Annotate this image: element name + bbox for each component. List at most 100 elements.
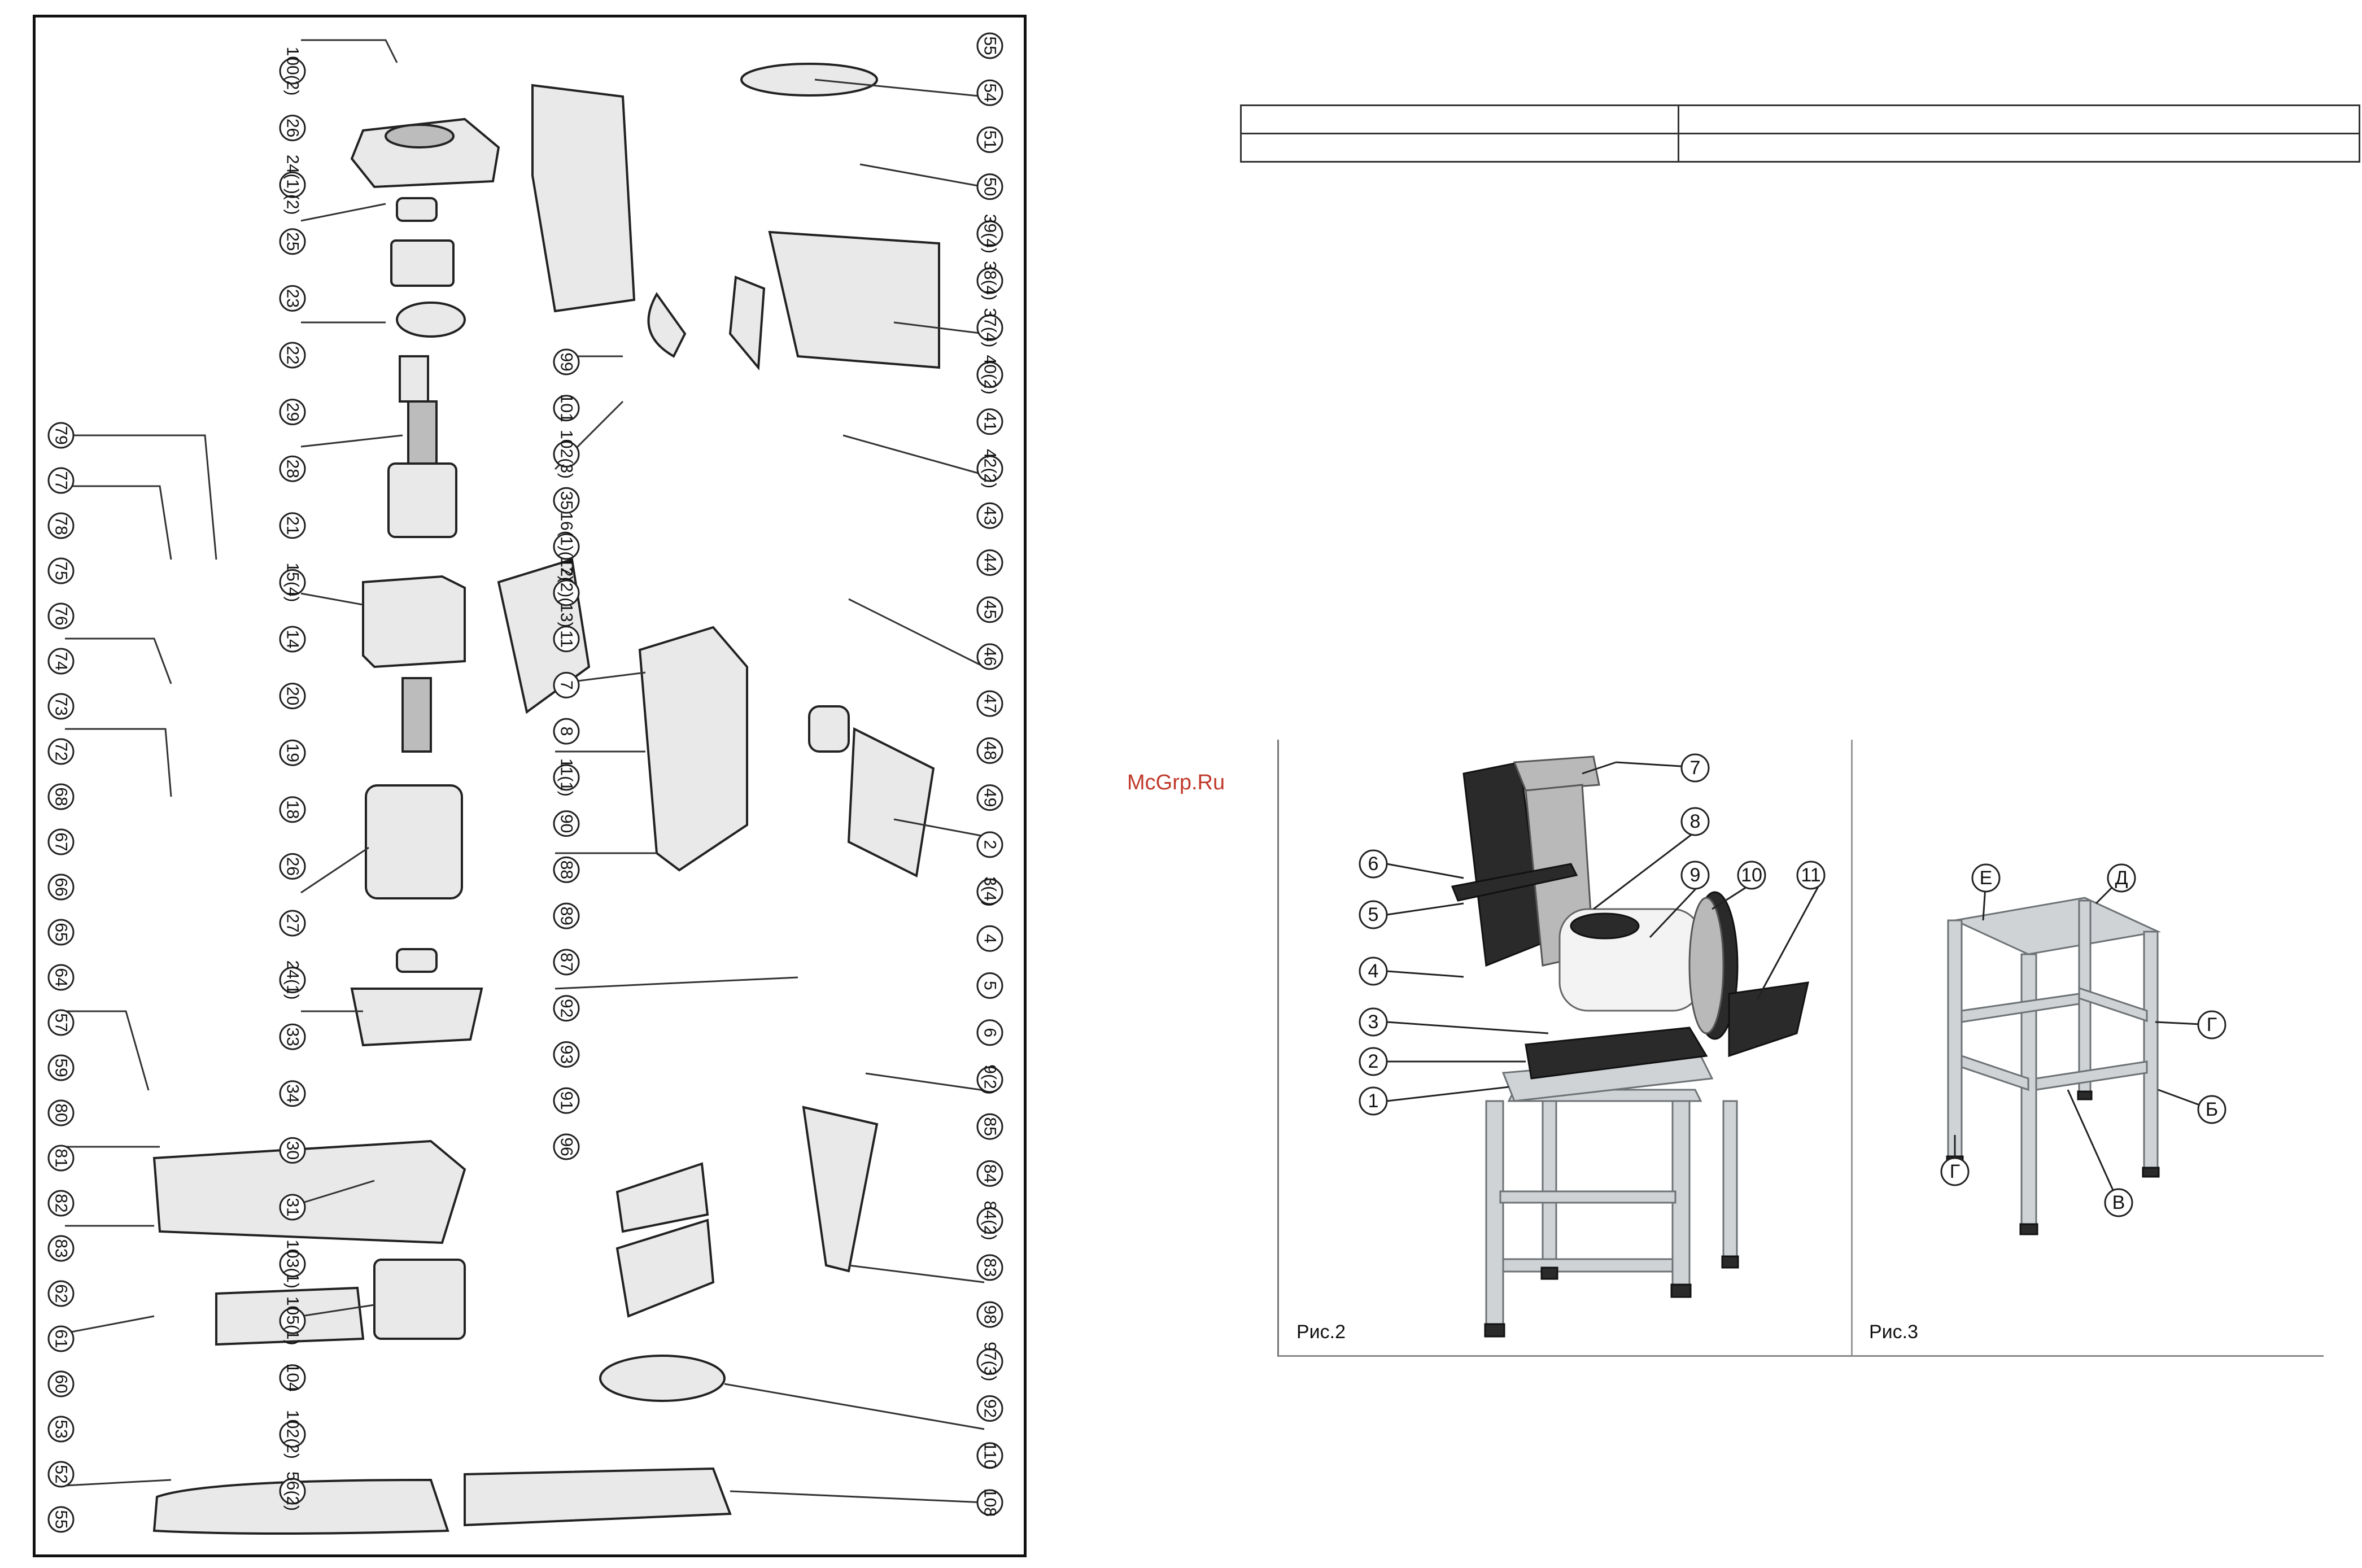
callout-leader — [1386, 863, 1464, 879]
callout-marker: 28 — [279, 455, 306, 482]
callout-marker: 53 — [47, 1416, 75, 1443]
callout-label: 8 — [557, 727, 576, 736]
callout-circle — [279, 1194, 306, 1221]
callout-circle — [976, 737, 1003, 764]
callout-circle — [976, 1395, 1003, 1422]
callout-label: 15(4) — [283, 562, 302, 602]
callout-marker: 6 — [1359, 849, 1388, 879]
callout-marker: 82 — [47, 1190, 75, 1217]
callout-circle — [976, 643, 1003, 670]
callout-circle — [279, 115, 306, 142]
callout-circle — [976, 1442, 1003, 1469]
callout-marker: 105(1) — [279, 1296, 306, 1346]
callout-circle — [976, 1113, 1003, 1140]
callout-marker: 8 — [553, 718, 580, 745]
callout-marker: 20 — [279, 683, 306, 710]
callout-circle — [1359, 1007, 1388, 1037]
callout-circle — [279, 342, 306, 369]
callout-circle — [47, 422, 75, 449]
callout-label: 90 — [557, 814, 576, 833]
callout-label: 10 — [1741, 864, 1762, 886]
callout-circle — [47, 1506, 75, 1533]
callout-marker: 4 — [976, 925, 1003, 952]
callout-circle — [47, 512, 75, 539]
callout-circle — [279, 1023, 306, 1050]
callout-marker: 84 — [976, 1160, 1003, 1187]
callout-label: 77 — [52, 471, 71, 490]
callout-marker: 56(2) — [279, 1471, 306, 1511]
callout-marker: 23 — [279, 285, 306, 312]
callout-circle — [279, 1478, 306, 1505]
callout-marker: 88 — [553, 856, 580, 883]
callout-marker: 12(2)(13) — [553, 558, 580, 628]
watermark-text: McGrp.Ru — [1127, 771, 1225, 794]
callout-circle — [976, 173, 1003, 200]
callout-label: 44 — [981, 553, 999, 572]
callout-circle — [279, 171, 306, 198]
callout-circle — [976, 784, 1003, 811]
callout-marker: 26 — [279, 853, 306, 880]
callout-label: 24(1) — [283, 960, 302, 1000]
spec-table — [1240, 104, 2360, 163]
callout-marker: 101 — [553, 394, 580, 422]
callout-marker: 62 — [47, 1280, 75, 1307]
callout-label: 54 — [981, 84, 999, 102]
callout-circle — [976, 1301, 1003, 1328]
callout-label: 9(2) — [981, 1064, 999, 1094]
callout-label: 28 — [283, 460, 302, 478]
callout-circle — [279, 569, 306, 596]
callout-label: 22 — [283, 346, 302, 364]
callout-marker: 3(4) — [976, 876, 1003, 907]
callout-circle — [279, 1364, 306, 1391]
callout-circle — [976, 1348, 1003, 1375]
callout-circle — [553, 626, 580, 653]
callout-label: 83 — [981, 1258, 999, 1277]
callout-marker: 14 — [279, 626, 306, 653]
callout-circle — [976, 220, 1003, 247]
callout-marker: 61 — [47, 1325, 75, 1352]
callout-marker: 85 — [976, 1113, 1003, 1140]
callout-marker: 97(3) — [976, 1342, 1003, 1381]
callout-circle — [976, 596, 1003, 623]
callout-label: 29 — [283, 403, 302, 421]
callout-label: 89 — [557, 906, 576, 925]
callout-label: 75 — [52, 561, 71, 580]
callout-label: Д — [2115, 867, 2128, 889]
callout-label: 110 — [981, 1442, 999, 1469]
callout-marker: 16(1)(17) — [553, 512, 580, 582]
callout-leader — [1386, 1086, 1509, 1102]
callout-circle — [47, 1416, 75, 1443]
fig3-stand-drawing — [1946, 897, 2161, 1235]
callout-marker: 91 — [553, 1087, 580, 1114]
callout-marker: 9(2) — [976, 1064, 1003, 1095]
callout-circle — [1737, 861, 1766, 890]
callout-circle — [279, 1137, 306, 1164]
callout-label: 59 — [52, 1058, 71, 1077]
leader-lines — [64, 39, 985, 1504]
callout-circle — [1940, 1157, 1970, 1186]
callout-label: 11 — [557, 630, 576, 648]
callout-circle — [553, 487, 580, 514]
callout-marker: 24(1) — [279, 960, 306, 1000]
callout-circle — [2197, 1095, 2226, 1124]
callout-label: 14 — [283, 630, 302, 648]
fig2-machine-drawing — [1451, 755, 1809, 1338]
callout-circle — [976, 267, 1003, 294]
callout-marker: 45 — [976, 596, 1003, 623]
callout-marker: 66 — [47, 873, 75, 901]
callout-label: 21 — [283, 516, 302, 535]
callout-marker: 30 — [279, 1137, 306, 1164]
callout-marker: 102(3) — [553, 430, 580, 479]
callout-marker: 74 — [47, 648, 75, 675]
callout-label: 1 — [1368, 1090, 1379, 1112]
callout-circle — [47, 1145, 75, 1172]
callout-circle — [1359, 1047, 1388, 1076]
callout-marker: 49 — [976, 784, 1003, 811]
fig2-caption: Рис.2 — [1296, 1321, 1346, 1343]
callout-marker: 48 — [976, 737, 1003, 764]
callout-marker: 92 — [976, 1395, 1003, 1422]
callout-circle — [1796, 861, 1826, 890]
callout-leader — [1386, 970, 1464, 978]
callout-label: 88 — [557, 861, 576, 879]
